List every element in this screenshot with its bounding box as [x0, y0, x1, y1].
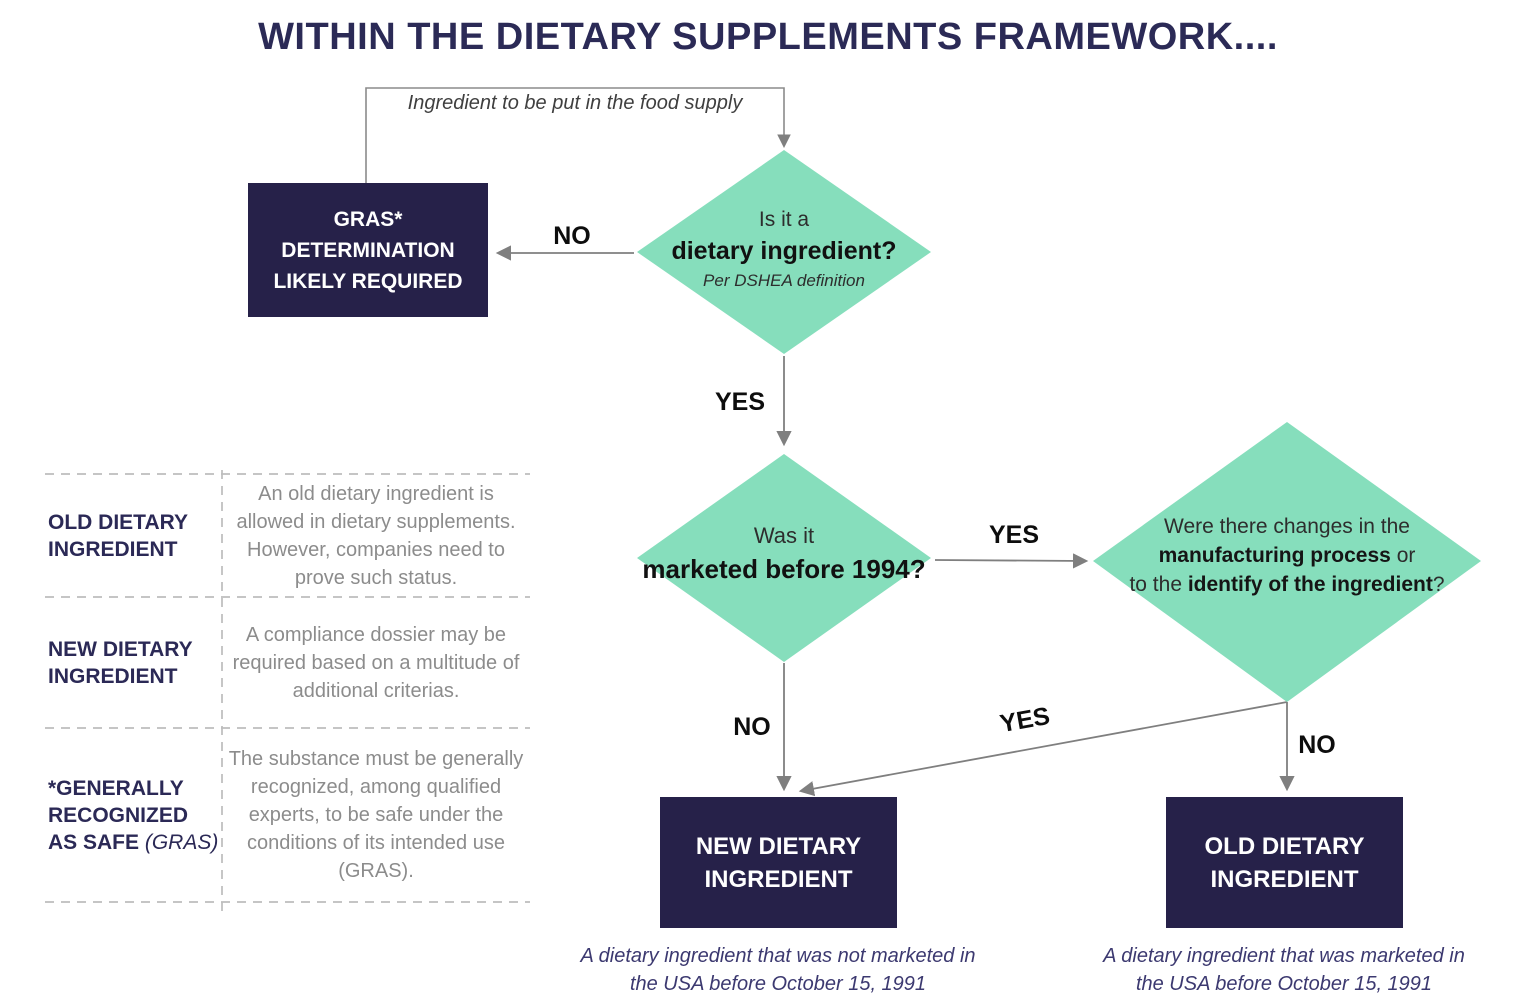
- glossary-term: NEW DIETARY INGREDIENT: [45, 636, 222, 690]
- diamond2-line1: Was it: [753, 523, 815, 548]
- new-box-line1: NEW DIETARY: [695, 832, 862, 860]
- glossary-row-gras: *GENERALLY RECOGNIZED AS SAFE (GRAS) The…: [45, 728, 530, 902]
- diamond-dietary-ingredient: [637, 150, 931, 354]
- glossary-definition: The substance must be generally recogniz…: [228, 748, 524, 882]
- glossary-definition: A compliance dossier may be required bas…: [232, 623, 520, 702]
- page-title: WITHIN THE DIETARY SUPPLEMENTS FRAMEWORK…: [258, 16, 1278, 58]
- diamond2-line2: marketed before 1994?: [642, 554, 926, 584]
- gras-box-line3: LIKELY REQUIRED: [273, 269, 463, 293]
- diamond3-line3: to the identify of the ingredient?: [1092, 570, 1482, 599]
- glossary-term: OLD DIETARY INGREDIENT: [45, 509, 222, 563]
- old-box-line1: OLD DIETARY: [1204, 832, 1365, 860]
- diamond2-text: Was it marketed before 1994?: [604, 520, 964, 587]
- yes-arrow-d3-new: [798, 701, 1288, 797]
- old-dietary-ingredient-box: OLD DIETARY INGREDIENT: [1166, 797, 1403, 928]
- diamond1-text: Is it a dietary ingredient? Per DSHEA de…: [634, 206, 934, 293]
- gras-box-line2: DETERMINATION: [281, 238, 455, 262]
- glossary-row-old-dietary-ingredient: OLD DIETARY INGREDIENT An old dietary in…: [45, 474, 530, 597]
- diamond3-line3-bold: identify of the ingredient: [1187, 573, 1433, 596]
- glossary-term-text: *GENERALLY RECOGNIZED AS SAFE: [48, 776, 189, 854]
- diamond1-line3: Per DSHEA definition: [703, 271, 865, 290]
- branch-label-no-3: NO: [1298, 731, 1336, 759]
- glossary-definition: An old dietary ingredient is allowed in …: [236, 482, 516, 589]
- new-box-caption: A dietary ingredient that was not market…: [580, 945, 976, 995]
- diamond3-line3-pre: to the: [1129, 573, 1188, 596]
- glossary-term-text: NEW DIETARY INGREDIENT: [48, 637, 193, 688]
- diamond3-line2-bold: manufacturing process: [1158, 544, 1391, 567]
- branch-label-yes-1: YES: [714, 388, 766, 416]
- old-box-line2: INGREDIENT: [1210, 865, 1359, 893]
- entry-connector-line: [365, 87, 791, 183]
- glossary-row-new-dietary-ingredient: NEW DIETARY INGREDIENT A compliance doss…: [45, 597, 530, 728]
- new-box-line2: INGREDIENT: [704, 865, 853, 893]
- branch-label-yes-2: YES: [988, 521, 1040, 549]
- branch-label-no-1: NO: [553, 222, 591, 250]
- diamond3-text: Were there changes in the manufacturing …: [1092, 512, 1482, 599]
- diamond3-line2-rest: or: [1390, 544, 1416, 567]
- glossary-term-text: OLD DIETARY INGREDIENT: [48, 510, 188, 561]
- old-box-caption: A dietary ingredient that was marketed i…: [1103, 945, 1465, 995]
- diamond3-line2: manufacturing process or: [1092, 541, 1482, 570]
- branch-label-no-2: NO: [733, 713, 771, 741]
- new-dietary-ingredient-box: NEW DIETARY INGREDIENT: [660, 797, 897, 928]
- yes-arrow-d2-d3: [934, 553, 1089, 569]
- diamond3-line3-post: ?: [1432, 573, 1445, 596]
- gras-box-line1: GRAS*: [333, 207, 403, 231]
- gras-determination-box: GRAS* DETERMINATION LIKELY REQUIRED: [248, 183, 488, 317]
- diamond-marketed-before-1994: [637, 454, 931, 662]
- diamond3-line1: Were there changes in the: [1164, 515, 1410, 538]
- glossary-term-suffix: (GRAS): [144, 830, 219, 854]
- glossary-term: *GENERALLY RECOGNIZED AS SAFE (GRAS): [45, 775, 222, 856]
- diamond1-line1: Is it a: [758, 208, 810, 231]
- diamond1-line2: dietary ingredient?: [671, 237, 897, 265]
- entry-note: Ingredient to be put in the food supply: [407, 92, 743, 114]
- diamond-manufacturing-changes: [1093, 422, 1481, 702]
